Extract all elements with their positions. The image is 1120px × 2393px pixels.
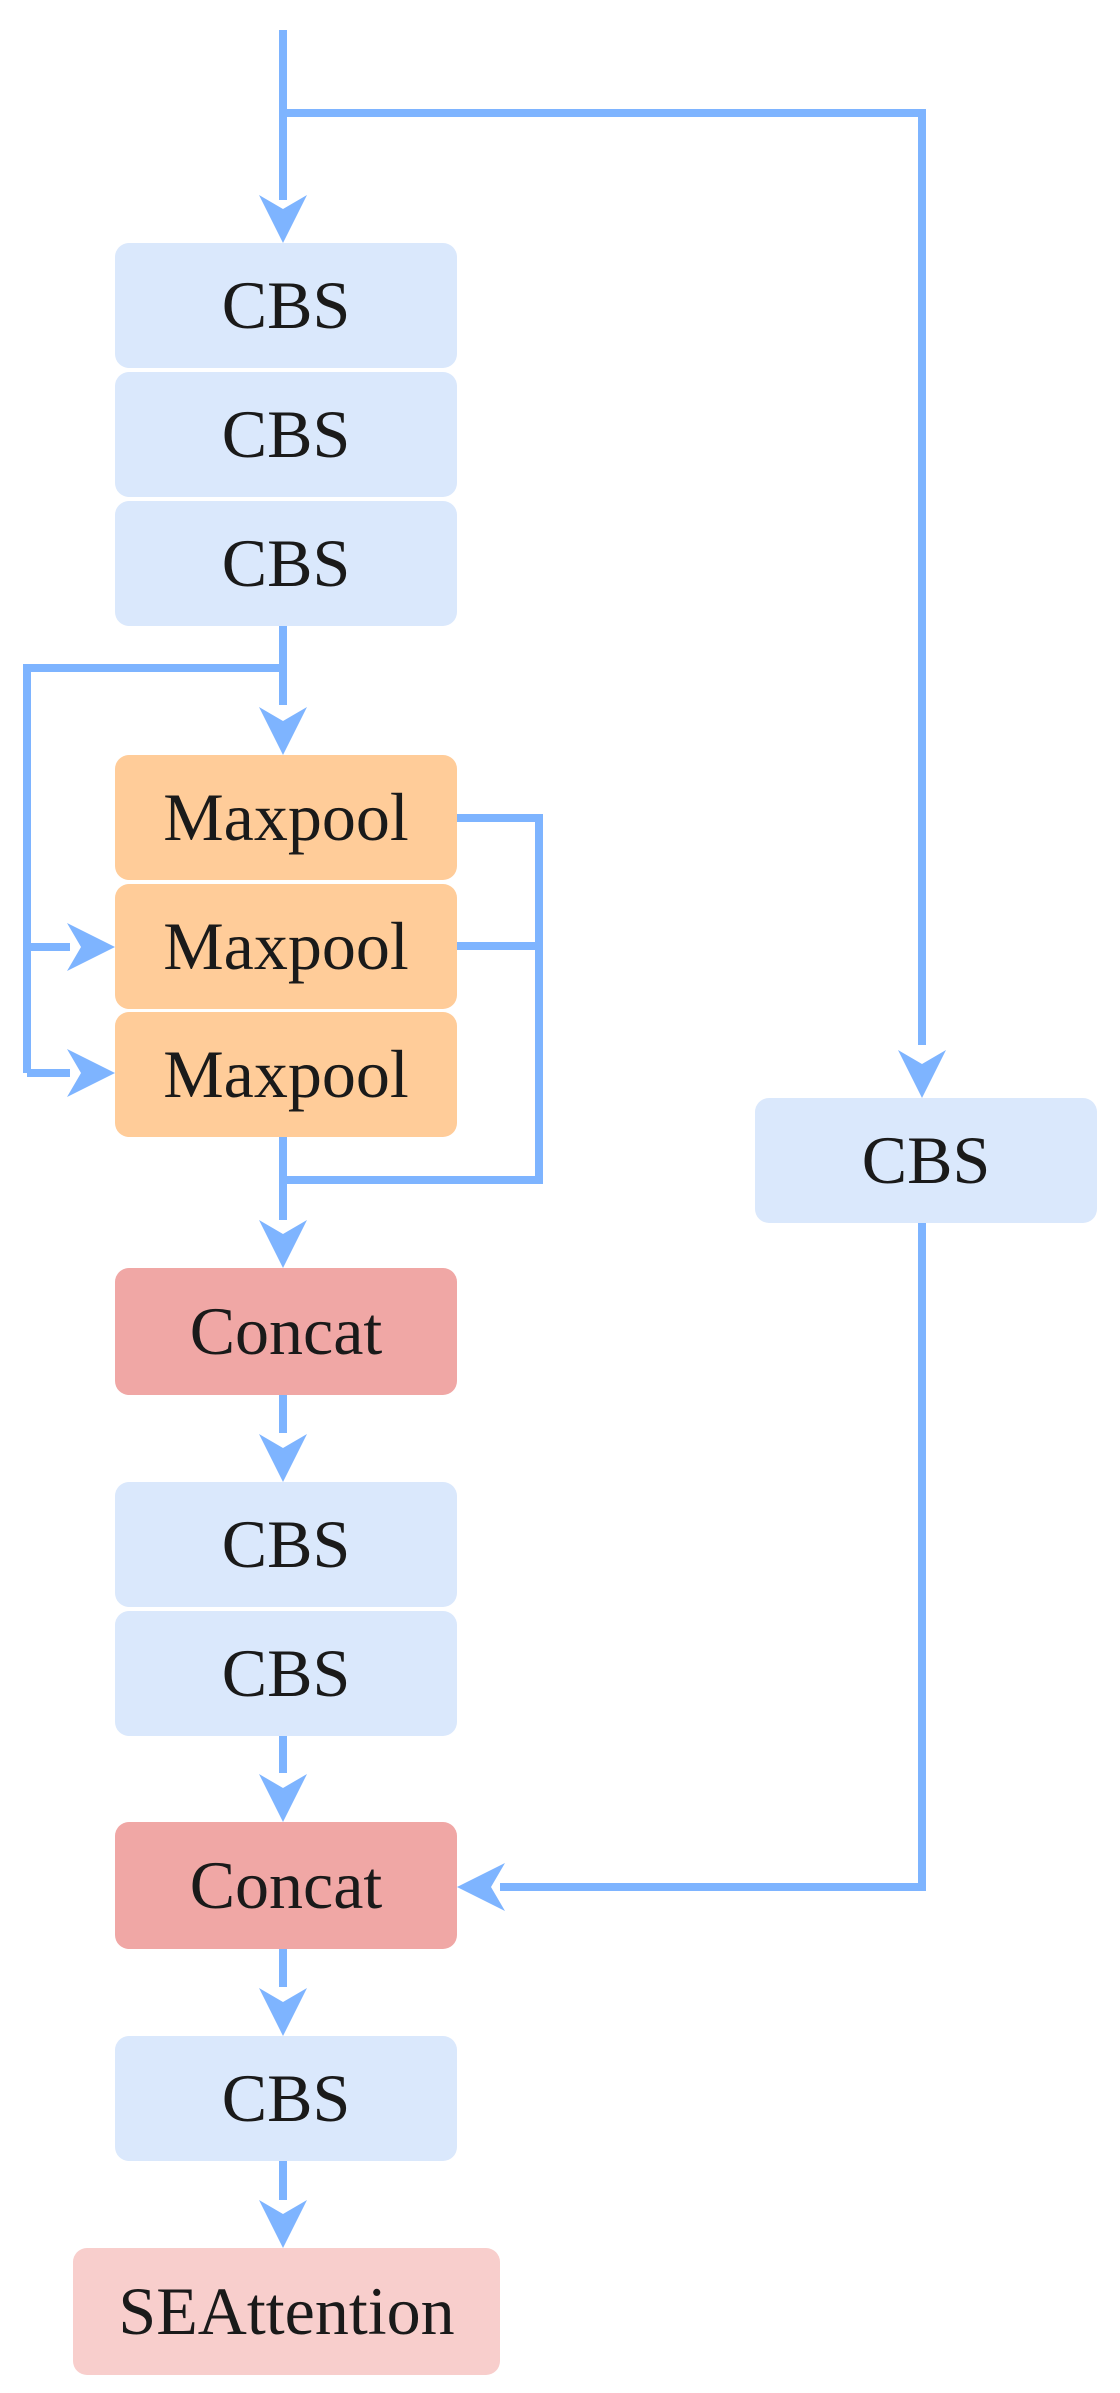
cbs-node-4: CBS [115, 1482, 457, 1607]
arrow-head-input [259, 195, 307, 243]
maxpool-node-3: Maxpool [115, 1012, 457, 1137]
cbs-node-2: CBS [115, 372, 457, 497]
maxpool-1-out-line [283, 814, 543, 1184]
arrow-head-concat-2 [259, 1774, 307, 1822]
cbs-node-6: CBS [115, 2036, 457, 2161]
arrow-head-maxpool-3 [67, 1049, 115, 1097]
arrow-head-maxpool-2 [67, 923, 115, 971]
maxpool-node-2: Maxpool [115, 884, 457, 1009]
bypass-left-line [23, 664, 283, 1073]
cbs-node-5: CBS [115, 1611, 457, 1736]
cbs-branch-node: CBS [755, 1098, 1097, 1223]
concat-node-2: Concat [115, 1822, 457, 1949]
right-cbs-to-concat-line [500, 1222, 926, 1891]
arrow-head-cbs-6 [259, 1988, 307, 2036]
arrow-head-concat-1 [259, 1220, 307, 1268]
cbs-node-1: CBS [115, 243, 457, 368]
arrow-head-seattention [259, 2200, 307, 2248]
branch-to-right-cbs-line [283, 109, 926, 1045]
concat-node-1: Concat [115, 1268, 457, 1395]
arrow-heads [67, 195, 946, 2248]
cbs-node-3: CBS [115, 501, 457, 626]
arrow-head-concat-2-side [457, 1863, 505, 1911]
maxpool-node-1: Maxpool [115, 755, 457, 880]
arrow-head-cbs-4 [259, 1434, 307, 1482]
arrow-head-right-cbs [898, 1050, 946, 1098]
seattention-node: SEAttention [73, 2248, 500, 2375]
arrow-head-maxpool-1 [259, 707, 307, 755]
